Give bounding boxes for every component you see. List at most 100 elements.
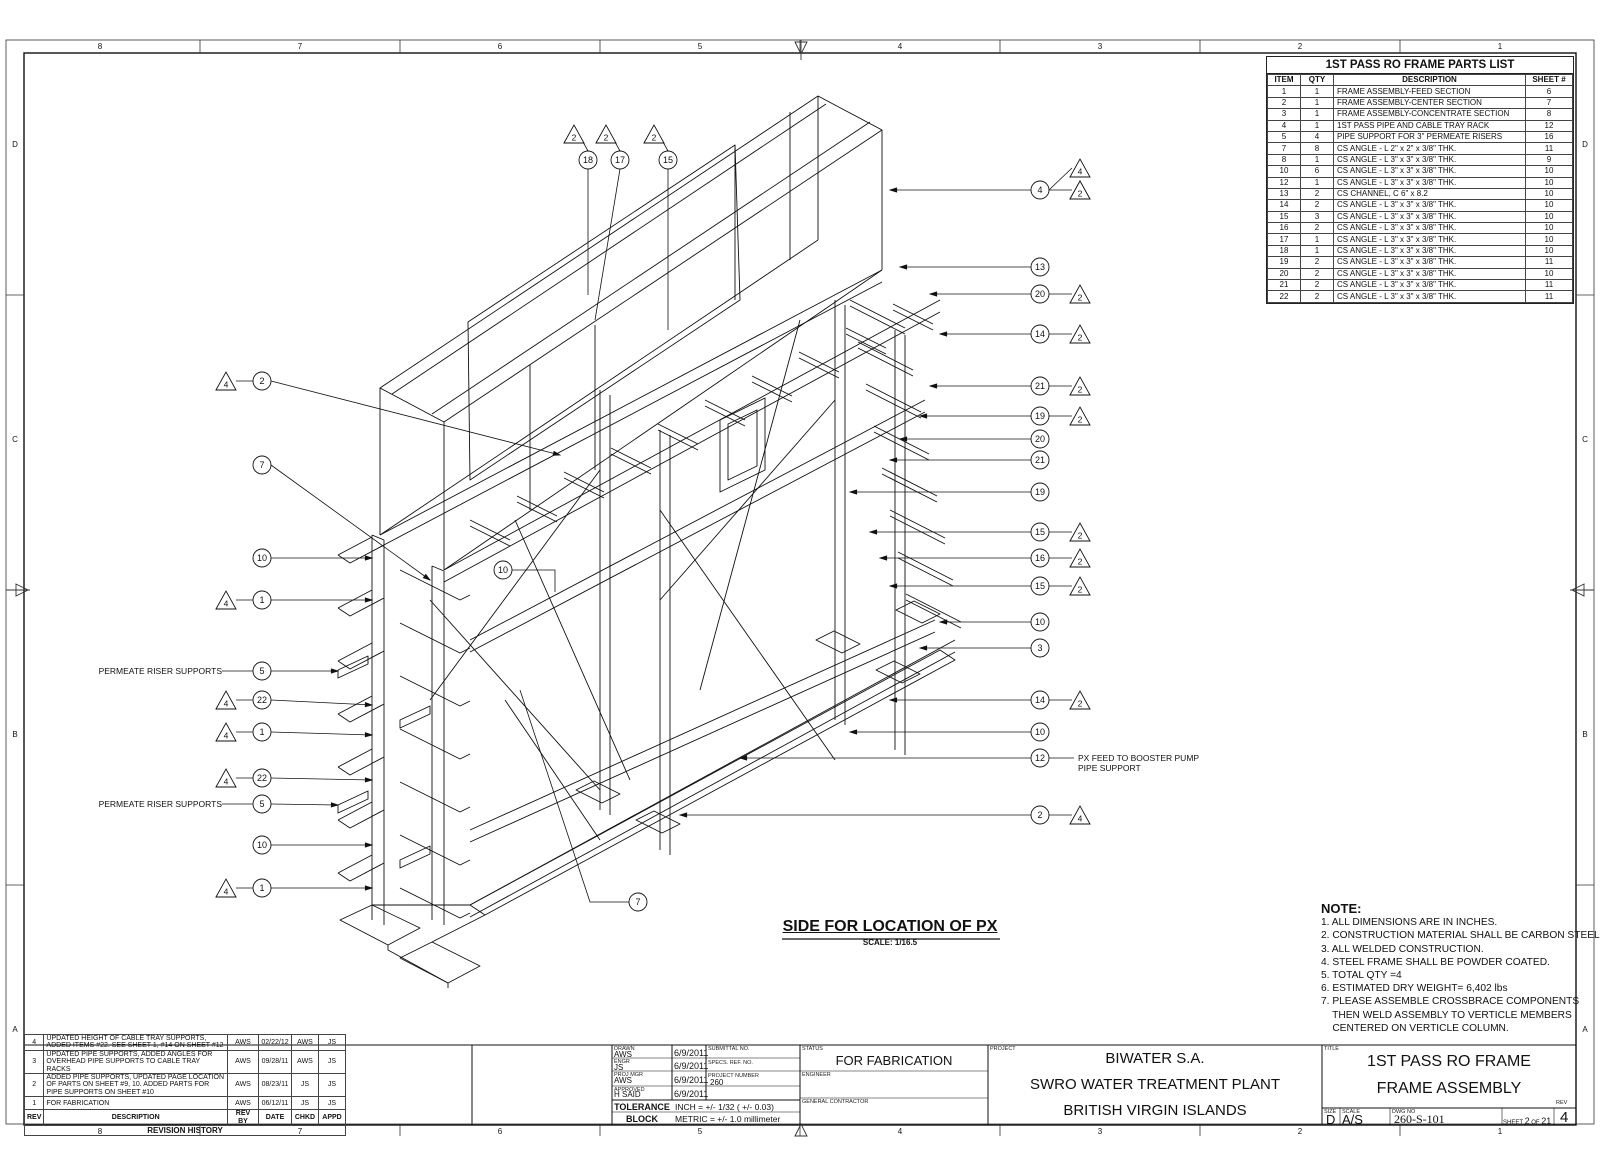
parts-header-cell: QTY (1300, 73, 1334, 87)
riser-support (337, 790, 369, 814)
callout-left-circle (252, 371, 272, 391)
size-value: D (1326, 1112, 1336, 1127)
callout-inner-number: 10 (498, 565, 508, 575)
parts-cell: 7 (1267, 142, 1301, 155)
callout-left-circle (252, 548, 272, 568)
tray-arm (337, 801, 385, 829)
drawn-date: 6/9/2011 (674, 1048, 709, 1058)
rev-value: 4 (1560, 1109, 1569, 1126)
leader-arrowhead (848, 489, 858, 495)
callout-right-number: 10 (1035, 617, 1045, 627)
revision-caption: REVISION HISTORY (24, 1126, 346, 1137)
callout-right-triangle-number: 4 (1078, 167, 1083, 177)
approved-date: 6/9/2011 (674, 1089, 709, 1099)
zone-label: 3 (1098, 42, 1103, 51)
zone-label: 8 (98, 1127, 103, 1136)
project-line: SWRO WATER TREATMENT PLANT (1029, 1076, 1280, 1093)
leader-arrowhead (330, 668, 340, 674)
parts-cell: 10 (1525, 210, 1573, 224)
parts-cell: 2 (1300, 199, 1334, 212)
parts-cell: 1 (1300, 233, 1334, 246)
rev-label: REV (1556, 1100, 1568, 1106)
tray-arm (881, 467, 938, 503)
drawn-label: DRAWN (614, 1046, 635, 1052)
general-contractor-label: GENERAL CONTRACTOR (802, 1099, 869, 1105)
parts-cell: FRAME ASSEMBLY-CENTER SECTION (1333, 96, 1526, 110)
parts-cell: 1 (1300, 119, 1334, 132)
callout-right-circle (1030, 748, 1050, 768)
revision-cell: 4 (23, 1034, 45, 1051)
zone-label: 6 (498, 1127, 503, 1136)
callout-left-number: 10 (257, 553, 267, 563)
callout-right-triangle-number: 2 (1078, 557, 1083, 567)
callout-top-triangle-number: 2 (652, 133, 657, 143)
parts-cell: 10 (1525, 222, 1573, 235)
callout-right-triangle (1069, 284, 1091, 304)
tray-arm (337, 536, 385, 564)
tray-arm (704, 399, 746, 427)
parts-cell: CS ANGLE - L 3" x 3" x 3/8" THK. (1333, 279, 1526, 292)
project-number-label: PROJECT NUMBER (708, 1073, 759, 1079)
callout-right-circle (1030, 482, 1050, 502)
callout-right-circle (1030, 722, 1050, 742)
callout-left-triangle-number: 4 (224, 731, 229, 741)
callout-right-triangle-number: 2 (1078, 333, 1083, 343)
parts-cell: 10 (1525, 244, 1573, 258)
callout-left-number: 1 (259, 595, 264, 605)
notes-list: 1. ALL DIMENSIONS ARE IN INCHES.2. CONST… (1321, 916, 1600, 1035)
note-line: 7. PLEASE ASSEMBLE CROSSBRACE COMPONENTS (1321, 996, 1580, 1008)
zone-label: 2 (1298, 42, 1303, 51)
parts-cell: 1ST PASS PIPE AND CABLE TRAY RACK (1333, 119, 1526, 132)
tray-arm (897, 551, 954, 587)
zone-label: 3 (1098, 1127, 1103, 1136)
parts-cell: CS ANGLE - L 3" x 3" x 3/8" THK. (1333, 233, 1526, 246)
leader-line (270, 731, 373, 736)
parts-cell: 3 (1267, 108, 1301, 121)
sheet-number: SHEET 2 OF 21 (1503, 1116, 1551, 1126)
callout-right-circle (1030, 690, 1050, 710)
callout-right-number: 15 (1035, 581, 1045, 591)
note-line: CENTERED ON VERTICLE COLUMN. (1321, 1022, 1509, 1034)
callout-left-number: 1 (259, 727, 264, 737)
leader-arrowhead (938, 331, 948, 337)
zone-ticks (6, 40, 1594, 1136)
top-cage (379, 96, 883, 570)
callout-bottom-number: 7 (635, 897, 640, 907)
parts-cell: 20 (1267, 267, 1301, 281)
parts-cell: 2 (1300, 222, 1334, 235)
revision-cell: AWS (291, 1049, 319, 1075)
note-line: 4. STEEL FRAME SHALL BE POWDER COATED. (1321, 956, 1550, 968)
parts-cell: 8 (1525, 108, 1573, 121)
callout-left-triangle-number: 4 (224, 887, 229, 897)
sheet-current: 2 (1524, 1116, 1530, 1126)
top-cage (467, 144, 741, 481)
zone-label: 2 (1298, 1127, 1303, 1136)
leader-line (519, 689, 629, 903)
parts-cell: 12 (1267, 176, 1301, 189)
callout-left-label: PERMEATE RISER SUPPORTS (98, 666, 222, 676)
parts-cell: 19 (1267, 256, 1301, 269)
callout-balloons: 2471014522414224510142182172154442132021… (215, 124, 1091, 912)
size-label: SIZE (1324, 1109, 1337, 1115)
specs-label: SPECS. REF. NO. (708, 1060, 753, 1066)
leader-arrowhead (364, 732, 374, 738)
zone-label: A (12, 1025, 18, 1034)
revision-cell: 2 (23, 1073, 45, 1098)
engineer-label: ENGINEER (802, 1072, 831, 1078)
callout-right-circle (1030, 284, 1050, 304)
parts-cell: 2 (1267, 96, 1301, 110)
parts-header-cell: SHEET # (1525, 73, 1573, 87)
project-line: BRITISH VIRGIN ISLANDS (1063, 1102, 1247, 1119)
parts-cell: CS ANGLE - L 3" x 3" x 3/8" THK. (1333, 153, 1526, 167)
parts-cell: CS ANGLE - L 3" x 3" x 3/8" THK. (1333, 256, 1526, 269)
revision-cell: JS (291, 1096, 319, 1111)
